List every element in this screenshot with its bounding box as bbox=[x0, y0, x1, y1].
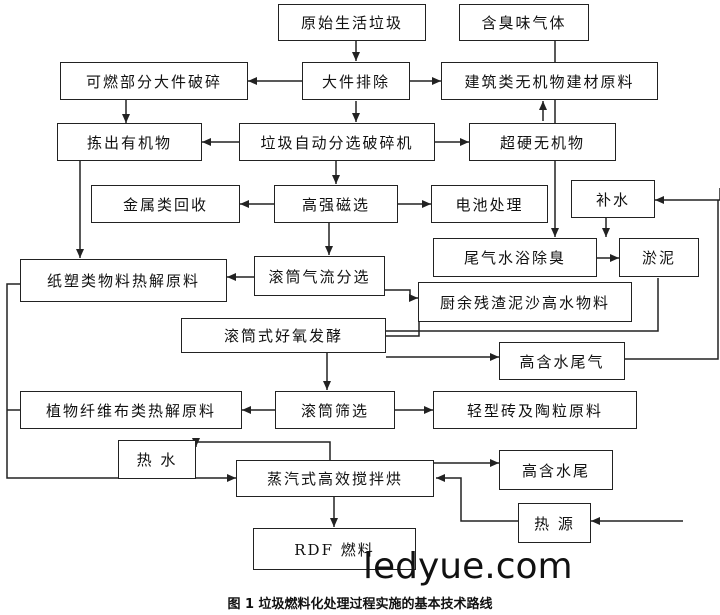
box-plant-fiber: 植物纤维布类热解原料 bbox=[20, 391, 242, 429]
arrow-heat-to-dryer bbox=[436, 474, 518, 522]
line-right-return bbox=[625, 200, 719, 360]
box-building-inorganic: 建筑类无机物建材原料 bbox=[441, 62, 658, 100]
box-pick-organic: 拣出有机物 bbox=[57, 123, 202, 161]
box-rdf: RDF 燃料 bbox=[253, 528, 416, 570]
box-brick: 轻型砖及陶粒原料 bbox=[433, 391, 637, 429]
line-sludge-to-ferment bbox=[386, 278, 659, 332]
box-bulky-removal: 大件排除 bbox=[302, 62, 410, 100]
box-drum-air-sort: 滚筒气流分选 bbox=[254, 256, 385, 296]
box-magnetic-sep: 高强磁选 bbox=[274, 185, 398, 223]
box-combustible-bulky-crush: 可燃部分大件破碎 bbox=[60, 62, 248, 100]
box-kitchen-residue: 厨余残渣泥沙高水物料 bbox=[418, 282, 632, 322]
box-hot-water: 热 水 bbox=[118, 440, 196, 479]
box-water-supply: 补水 bbox=[571, 180, 655, 218]
box-paper-plastic: 纸塑类物料热解原料 bbox=[20, 259, 227, 302]
line-kitchen-to-ferment bbox=[386, 322, 420, 337]
box-sludge: 淤泥 bbox=[619, 238, 699, 277]
box-metal-recovery: 金属类回收 bbox=[91, 185, 240, 223]
watermark-text: ledyue.com bbox=[363, 546, 573, 587]
box-hard-inorganic: 超硬无机物 bbox=[469, 123, 616, 161]
box-exhaust-deodor: 尾气水浴除臭 bbox=[433, 238, 597, 277]
figure-caption: 图 1 垃圾燃料化处理过程实施的基本技术路线 bbox=[227, 597, 493, 612]
box-drum-ferment: 滚筒式好氧发酵 bbox=[181, 318, 386, 353]
box-high-water-exhaust: 高含水尾气 bbox=[499, 342, 625, 380]
arrow-return-to-water bbox=[655, 188, 720, 204]
box-auto-sort-crusher: 垃圾自动分选破碎机 bbox=[239, 123, 435, 161]
box-battery: 电池处理 bbox=[431, 185, 548, 223]
box-steam-dryer: 蒸汽式高效搅拌烘 bbox=[236, 460, 434, 497]
arrow-airsort-to-kitchen bbox=[385, 289, 418, 302]
box-odor-gas: 含臭味气体 bbox=[459, 4, 589, 41]
box-high-water-tail: 高含水尾 bbox=[499, 450, 613, 490]
box-drum-screen: 滚筒筛选 bbox=[275, 391, 395, 429]
box-raw-waste: 原始生活垃圾 bbox=[278, 4, 426, 41]
box-heat-source: 热 源 bbox=[518, 503, 591, 543]
arrow-dryer-to-hotwater bbox=[192, 438, 331, 460]
